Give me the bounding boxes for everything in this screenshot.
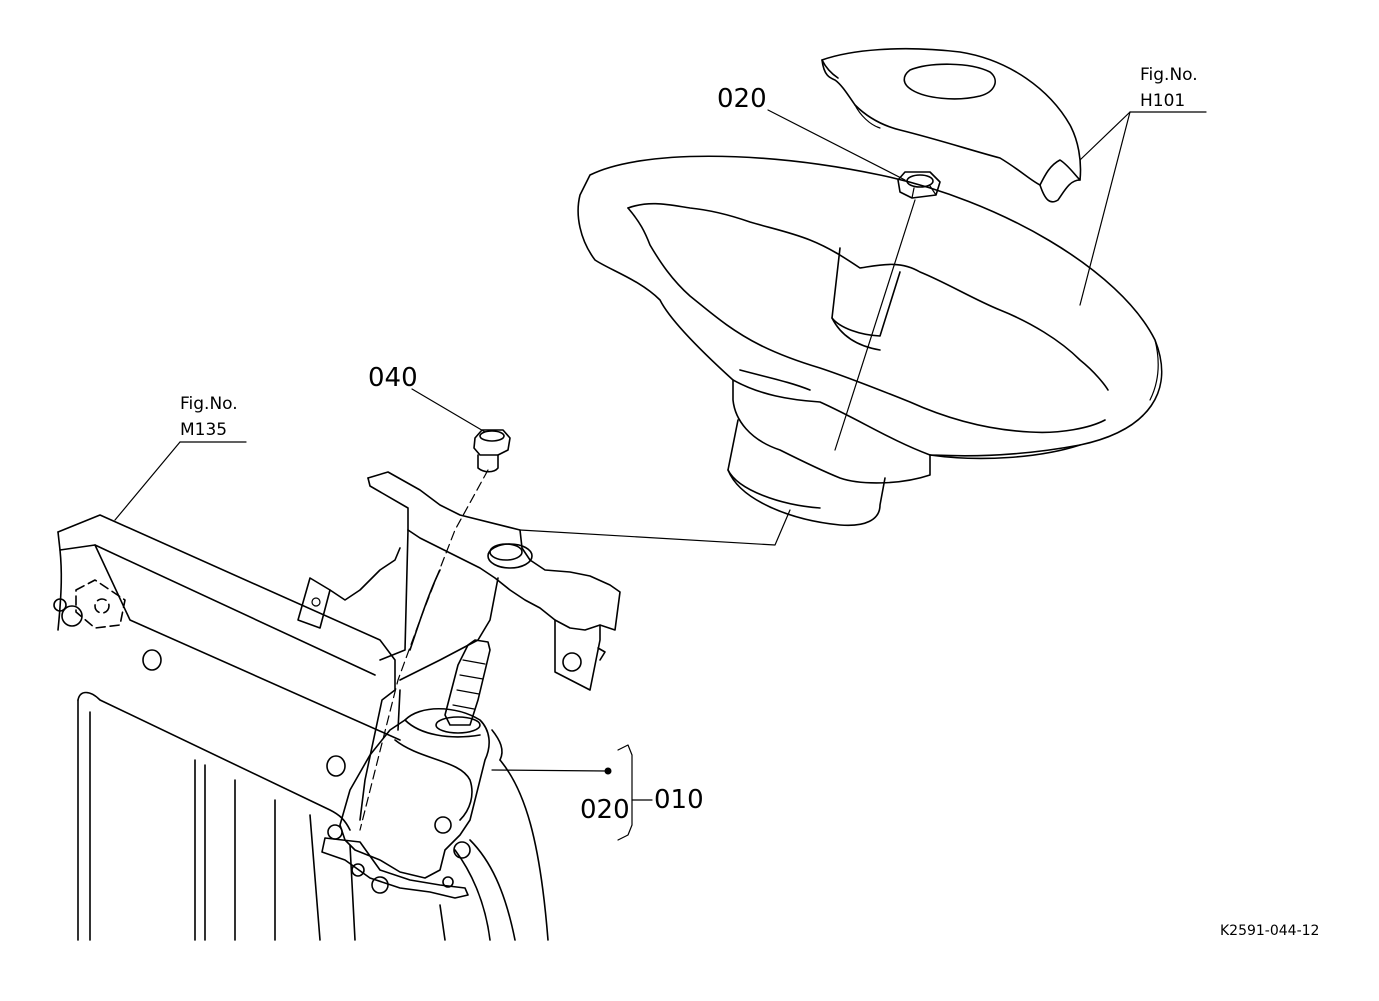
fig-ref-upper-line2: H101 (1140, 91, 1185, 111)
steering-shaft[interactable] (435, 639, 491, 734)
leader-lines (114, 109, 1207, 841)
callout-steering-unit-sub-label: 020 (580, 795, 630, 825)
mounting-bracket[interactable] (297, 471, 621, 691)
callout-nut-label: 020 (717, 84, 767, 114)
steering-cover[interactable] (821, 47, 1082, 203)
steering-unit-010[interactable] (321, 707, 490, 899)
steering-wheel[interactable] (577, 155, 1163, 527)
fig-ref-left-line2: M135 (180, 420, 227, 440)
fig-ref-upper-line1: Fig.No. (1140, 65, 1198, 85)
assembly-lines (359, 199, 916, 831)
callout-bolt-label: 040 (368, 363, 418, 393)
fig-ref-left-line1: Fig.No. (180, 394, 238, 414)
drawing-code: K2591-044-12 (1220, 923, 1319, 939)
frame[interactable] (53, 514, 549, 941)
bolt-040[interactable] (473, 429, 511, 473)
callout-steering-unit-label: 010 (654, 785, 704, 815)
